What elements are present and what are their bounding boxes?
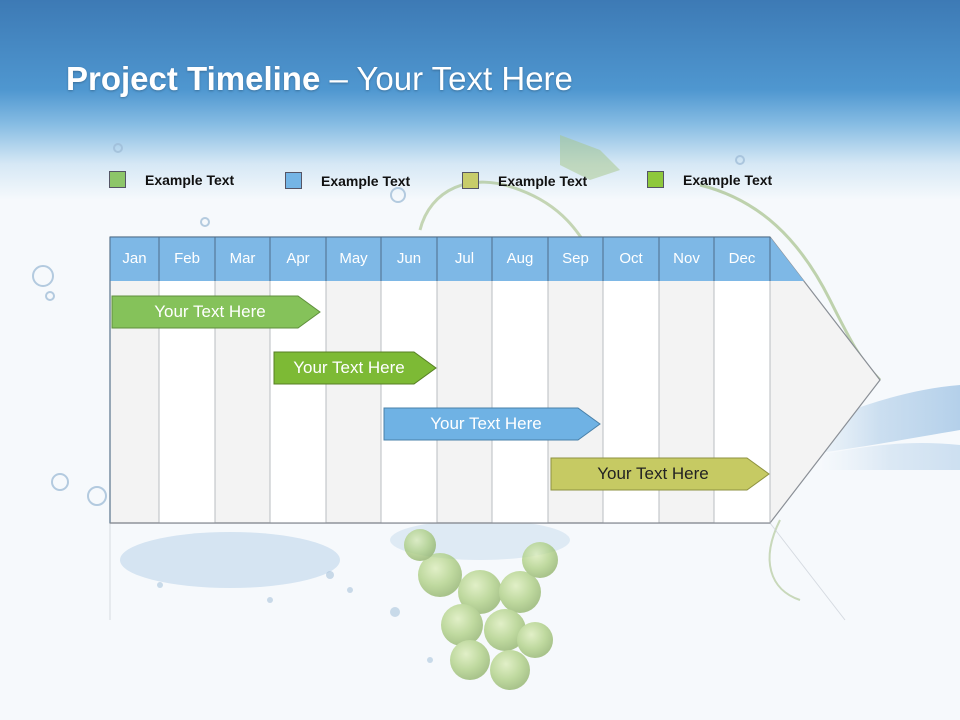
month-label-jan: Jan	[122, 250, 147, 267]
legend-item-1: Example Text	[109, 171, 234, 188]
task-label-3: Your Text Here	[430, 414, 542, 433]
legend-swatch	[109, 171, 126, 188]
month-label-feb: Feb	[174, 250, 200, 267]
task-label-4: Your Text Here	[597, 464, 709, 483]
month-label-jun: Jun	[396, 250, 422, 267]
task-bar-2	[273, 351, 437, 385]
month-label-may: May	[339, 250, 368, 267]
title-bold: Project Timeline	[66, 60, 321, 97]
task-label-2: Your Text Here	[293, 358, 405, 377]
legend-label: Example Text	[498, 172, 588, 189]
month-label-sep: Sep	[562, 250, 589, 267]
month-label-aug: Aug	[506, 250, 534, 267]
legend-item-4: Example Text	[647, 171, 772, 188]
legend-label: Example Text	[145, 171, 235, 188]
month-label-apr: Apr	[286, 250, 310, 267]
legend-label: Example Text	[321, 172, 411, 189]
header-background	[0, 0, 960, 200]
title-rest: – Your Text Here	[320, 60, 573, 97]
month-label-mar: Mar	[229, 250, 256, 267]
legend-swatch	[462, 172, 479, 189]
legend-item-2: Example Text	[285, 172, 410, 189]
page-title: Project Timeline – Your Text Here	[66, 60, 573, 98]
legend-item-3: Example Text	[462, 172, 587, 189]
legend-swatch	[647, 171, 664, 188]
legend-label: Example Text	[683, 171, 773, 188]
month-label-oct: Oct	[619, 250, 643, 267]
task-bar-4	[550, 457, 770, 491]
month-label-dec: Dec	[728, 250, 756, 267]
task-label-1: Your Text Here	[154, 302, 266, 321]
task-bar-3	[383, 407, 601, 441]
month-label-nov: Nov	[673, 250, 700, 267]
month-label-jul: Jul	[454, 250, 475, 267]
legend-swatch	[285, 172, 302, 189]
task-bar-1	[111, 295, 321, 329]
